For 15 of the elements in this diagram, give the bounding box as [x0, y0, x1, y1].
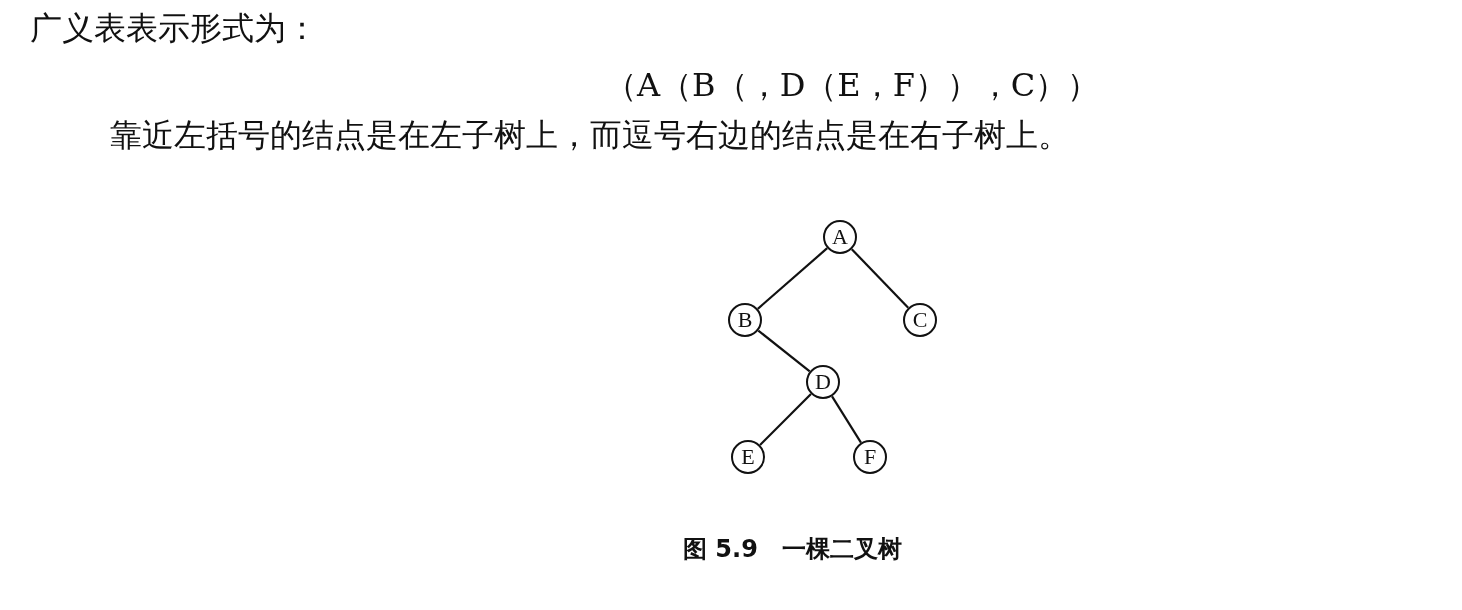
tree-edge: [851, 248, 909, 309]
tree-node-circle: F: [853, 440, 887, 474]
text-line: 靠近左括号的结点是在左子树上，而逗号右边的结点是在右子树上。: [110, 115, 1070, 155]
list-expression: （A（B（，D（E，F）），C））: [605, 65, 1100, 105]
figure-caption: 图 5.9 一棵二叉树: [683, 534, 902, 565]
tree-node-circle: D: [806, 365, 840, 399]
tree-edge: [759, 393, 812, 446]
tree-node-circle: B: [728, 303, 762, 337]
tree-edge: [757, 247, 828, 310]
tree-node-circle: A: [823, 220, 857, 254]
tree-node-circle: C: [903, 303, 937, 337]
tree-edge: [831, 395, 862, 444]
tree-edge: [757, 329, 811, 373]
tree-node-circle: E: [731, 440, 765, 474]
text-line: 广义表表示形式为：: [30, 8, 318, 48]
